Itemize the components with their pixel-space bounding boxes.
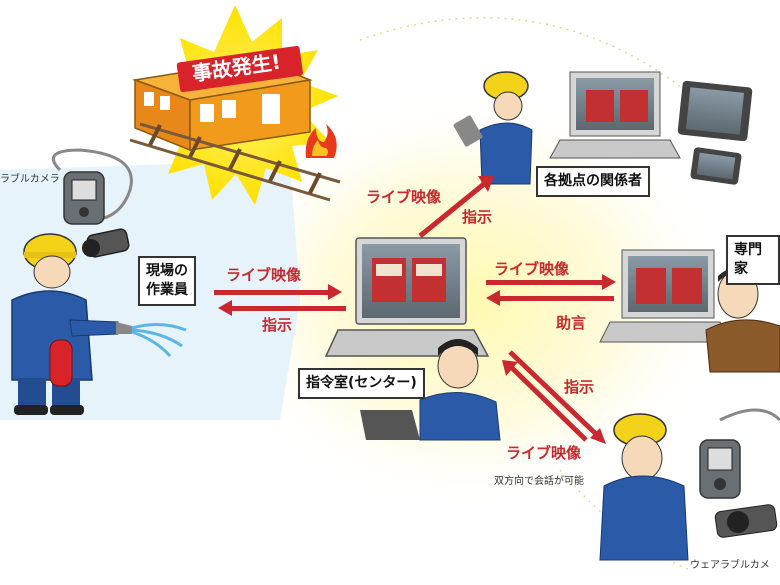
advice-label-right: 助言 [556, 312, 586, 333]
instruction-label-bottom: 指示 [564, 376, 594, 397]
smartphone-icon [690, 147, 742, 185]
wearable-camera-right-icon [700, 410, 780, 538]
expert-label: 専門家 [726, 235, 780, 285]
stakeholders-label: 各拠点の関係者 [536, 166, 650, 197]
instruction-label-left: 指示 [262, 314, 292, 335]
field-worker-label: 現場の 作業員 [138, 256, 196, 306]
live-video-label-right: ライブ映像 [494, 258, 569, 279]
camera-label-left: ラブルカメラ [0, 170, 60, 185]
live-video-label-bottom: ライブ映像 [506, 442, 581, 463]
camera-label-right: ウェアラブルカメ [690, 556, 770, 571]
stakeholder-laptop-icon [550, 72, 680, 158]
tablet-icon [677, 80, 752, 141]
command-room-label: 指令室(センター) [298, 368, 425, 399]
live-video-label-left: ライブ映像 [226, 264, 301, 285]
instruction-label-top: 指示 [462, 206, 492, 227]
two-way-note: 双方向で会話が可能 [494, 472, 584, 487]
live-video-label-top: ライブ映像 [366, 186, 441, 207]
